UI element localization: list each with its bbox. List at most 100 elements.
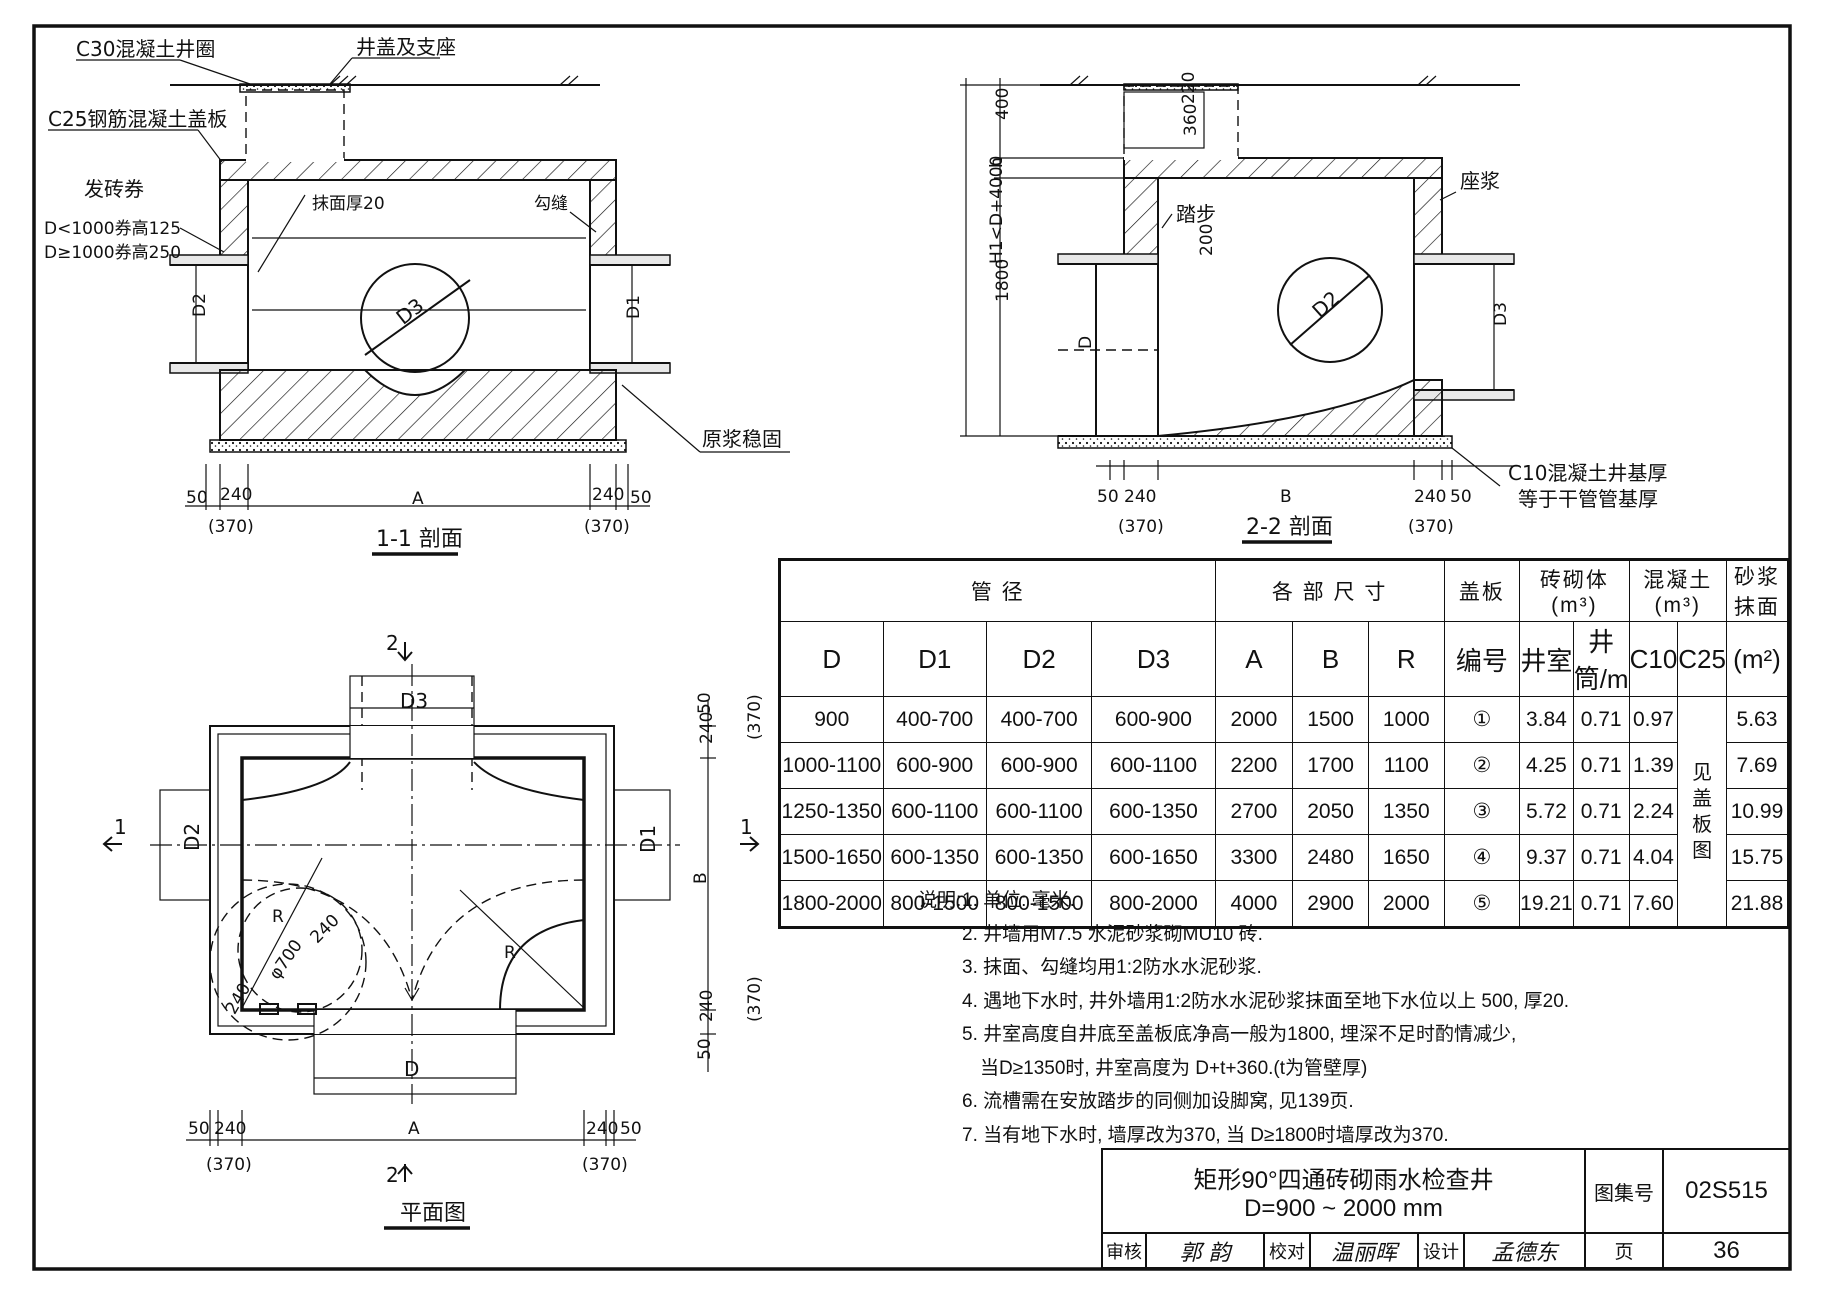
col-b: B [1292, 621, 1369, 697]
cell-d1: 600-1100 [882, 788, 987, 835]
col-a: A [1214, 621, 1294, 697]
dim-50-l2: 50 [1097, 487, 1119, 507]
notes: 说明: 1. 单位: 毫米. 2. 井墙用M7.5 水泥砂浆砌MU10 砖. 3… [918, 884, 1618, 1152]
label-c25-slab: C25钢筋混凝土盖板 [48, 107, 227, 131]
cell-shaft: 0.71 [1572, 742, 1630, 789]
plan-370-r: (370) [582, 1155, 628, 1175]
cell-chamber: 9.37 [1519, 834, 1574, 881]
plan-240-bot: 240 [697, 990, 717, 1022]
dim-360: 360 [1181, 104, 1201, 136]
note-5: 5. 井室高度自井底至盖板底净高一般为1800, 埋深不足时酌情减少, [962, 1024, 1517, 1045]
col-shaft: 井筒/m [1572, 621, 1630, 697]
cell-mortar: 7.69 [1725, 742, 1790, 789]
label-d2-1: D2 [190, 293, 210, 317]
cell-b: 1500 [1292, 696, 1369, 743]
cell-shaft: 0.71 [1572, 696, 1630, 743]
col-chamber: 井室 [1519, 621, 1574, 697]
cell-shaft: 0.71 [1572, 788, 1630, 835]
dim-b: B [1280, 487, 1292, 507]
section-2-2: D2 D3 D 400 h H1<D+4000 1800 360 220 踏步 … [960, 72, 1667, 544]
plan-d: D [404, 1057, 419, 1081]
section-1-1: D3 D2 D1 C30混凝土井圈 井盖及支座 C25钢筋混凝土盖板 发砖券 D… [44, 35, 790, 556]
label-arch: 发砖券 [84, 177, 144, 201]
label-d3: D3 [391, 293, 428, 329]
cell-chamber: 3.84 [1519, 696, 1574, 743]
drawing-subtitle: D=900 ~ 2000 mm [1244, 1194, 1443, 1222]
pipe-d2-circle [1277, 257, 1383, 363]
cell-chamber: 19.21 [1519, 880, 1574, 928]
cell-d1: 800-1500 [882, 880, 987, 928]
dim-h: h [987, 157, 1007, 168]
plan-50-bot: 50 [695, 1038, 715, 1060]
dim-370-l2: (370) [1118, 517, 1164, 537]
cell-a: 2700 [1214, 788, 1294, 835]
plan-240-r: 240 [586, 1119, 618, 1139]
cell-no: ⑤ [1443, 880, 1521, 928]
cell-d: 900 [779, 696, 884, 743]
title-cell: 矩形90°四通砖砌雨水检查井 D=900 ~ 2000 mm [1101, 1148, 1586, 1234]
plan-240-top: 240 [697, 712, 717, 744]
plan-240b: 240 [222, 980, 256, 1018]
hdr-concrete: 混凝土(m³) [1628, 559, 1727, 622]
cell-shaft: 0.71 [1572, 880, 1630, 928]
cell-b: 2900 [1292, 880, 1369, 928]
label-d1-1: D1 [624, 295, 644, 319]
note-4: 4. 遇地下水时, 井外墙用1:2防水水泥砂浆抹面至地下水位以上 500, 厚2… [962, 990, 1570, 1012]
dim-370-right: (370) [584, 517, 630, 537]
plan-240a: 240 [307, 911, 344, 948]
col-c25: C25 [1677, 621, 1727, 697]
left-wall-upper [219, 179, 249, 259]
c25-cover-slab [219, 159, 617, 181]
cell-c10: 1.39 [1628, 742, 1679, 789]
label-plaster: 抹面厚20 [312, 194, 385, 214]
plan-d2: D2 [180, 823, 204, 851]
dim-240-left: 240 [220, 485, 252, 505]
sloped-base [1157, 379, 1443, 437]
dim-200: 200 [1197, 224, 1217, 256]
note-3: 3. 抹面、勾缝均用1:2防水水泥砂浆. [962, 957, 1262, 978]
ground-hatch [329, 75, 579, 86]
label-arch-large: D≥1000券高250 [44, 243, 181, 263]
plan-sec1-left: 1 [114, 815, 127, 839]
col-d: D [779, 621, 884, 697]
cell-d1: 600-1350 [882, 834, 987, 881]
cell-no: ② [1443, 742, 1521, 789]
notes-heading: 说明: [918, 890, 962, 911]
cell-r: 1350 [1367, 788, 1445, 835]
cell-mortar: 21.88 [1725, 880, 1790, 928]
col-c10: C10 [1628, 621, 1679, 697]
label-c30-ring: C30混凝土井圈 [76, 37, 215, 61]
review-label: 审核 [1101, 1232, 1147, 1269]
section-2-2-title: 2-2 剖面 [1246, 515, 1333, 540]
note-6: 6. 流槽需在安放踏步的同侧加设脚窝, 见139页. [962, 1091, 1354, 1112]
section-1-1-title: 1-1 剖面 [376, 527, 463, 552]
cell-chamber: 5.72 [1519, 788, 1574, 835]
cell-no: ③ [1443, 788, 1521, 835]
check-signature: 温丽晖 [1309, 1232, 1419, 1269]
plan-r1: R [272, 907, 284, 927]
label-steps: 踏步 [1176, 202, 1216, 226]
plan-370-bot: (370) [745, 976, 765, 1022]
cell-mortar: 5.63 [1725, 696, 1790, 743]
cell-r: 1100 [1367, 742, 1445, 789]
label-d3-2: D3 [1491, 302, 1511, 326]
plan-phi700: φ700 [265, 936, 306, 983]
cell-d: 1250-1350 [779, 788, 884, 835]
cover-slab-2 [1123, 157, 1443, 179]
plan-sec1-right: 1 [740, 815, 753, 839]
plan-50-l: 50 [188, 1119, 210, 1139]
cell-c10: 2.24 [1628, 788, 1679, 835]
check-label: 校对 [1263, 1232, 1311, 1269]
pipe-size-table: 管 径 各 部 尺 寸 盖板 砖砌体(m³) 混凝土(m³) 砂浆抹面 D D1… [778, 558, 1790, 929]
cell-b: 2050 [1292, 788, 1369, 835]
cell-c25-note: 见盖板图 [1677, 696, 1727, 928]
cell-d2: 600-1350 [985, 834, 1093, 881]
cell-mortar: 15.75 [1725, 834, 1790, 881]
c30-ring [239, 83, 351, 93]
dim-50-left: 50 [186, 488, 208, 508]
cell-mortar: 10.99 [1725, 788, 1790, 835]
col-r: R [1367, 621, 1445, 697]
label-d2-2: D2 [1307, 286, 1344, 323]
drawing-title: 矩形90°四通砖砌雨水检查井 [1193, 1166, 1494, 1194]
page-label: 页 [1584, 1232, 1664, 1269]
